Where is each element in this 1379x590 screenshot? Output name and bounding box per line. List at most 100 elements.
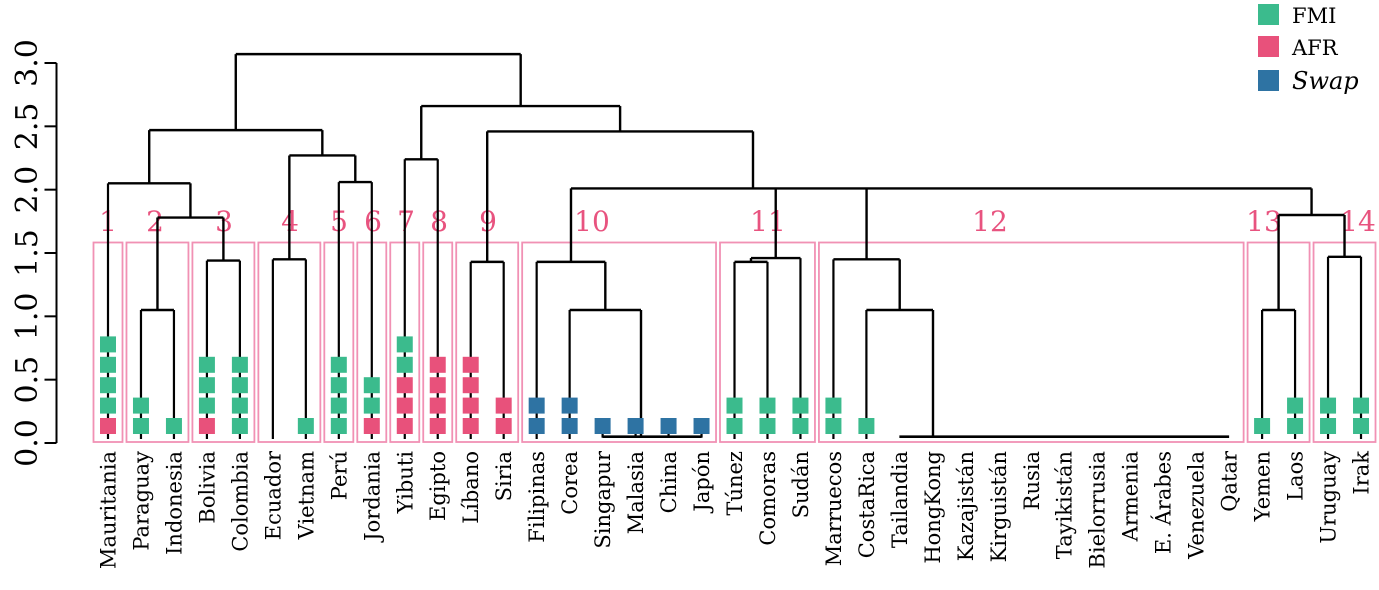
legend-swatch-swap-icon xyxy=(1258,70,1279,91)
marker-fmi-icon xyxy=(792,418,809,434)
marker-fmi-icon xyxy=(1287,397,1304,414)
marker-fmi-icon xyxy=(132,397,149,414)
cluster-box-12 xyxy=(818,241,1245,443)
marker-fmi-icon xyxy=(1353,418,1370,434)
leaf-label: Paraguay xyxy=(129,451,153,551)
leaf-label: Vietnam xyxy=(294,451,318,540)
leaf-label: Sudán xyxy=(789,451,813,518)
marker-fmi-icon xyxy=(825,418,842,434)
marker-fmi-icon xyxy=(165,418,182,434)
marker-afr-icon xyxy=(100,418,116,434)
marker-swap-icon xyxy=(627,418,644,434)
marker-fmi-icon xyxy=(297,418,314,434)
marker-fmi-icon xyxy=(198,377,215,394)
cluster-box-11 xyxy=(719,241,816,443)
leaf-label: Japón xyxy=(690,451,714,514)
marker-afr-icon xyxy=(429,356,446,373)
leaf-label: China xyxy=(657,451,681,513)
leaf-label: Túnez xyxy=(723,451,747,516)
marker-afr-icon xyxy=(462,356,479,373)
leaf-label: Mauritania xyxy=(97,451,121,569)
marker-afr-icon xyxy=(198,418,215,434)
leaf-label: Armenia xyxy=(1119,451,1143,542)
leaf-label: Kazajistán xyxy=(954,451,978,561)
y-axis: 0.00.51.01.52.02.53.0 xyxy=(10,39,58,467)
cluster-box-10 xyxy=(521,241,717,443)
marker-afr-icon xyxy=(429,418,446,434)
leaf-label: Yibuti xyxy=(393,451,417,515)
leaf-label: Venezuela xyxy=(1185,451,1209,560)
marker-afr-icon xyxy=(462,377,479,394)
marker-fmi-icon xyxy=(1320,418,1337,434)
cluster-number-10: 10 xyxy=(574,205,610,238)
marker-fmi-icon xyxy=(231,418,248,434)
marker-fmi-icon xyxy=(792,397,809,414)
marker-fmi-icon xyxy=(726,397,743,414)
leaf-label: Tayikistán xyxy=(1053,451,1077,559)
marker-swap-icon xyxy=(528,418,545,434)
cluster-number-2: 2 xyxy=(146,205,164,238)
marker-fmi-icon xyxy=(231,397,248,414)
leaf-label: Laos xyxy=(1284,451,1308,501)
marker-afr-icon xyxy=(495,397,512,414)
marker-afr-icon xyxy=(462,397,479,414)
marker-afr-icon xyxy=(429,377,446,394)
marker-fmi-icon xyxy=(100,397,116,414)
axis-tick-label: 0.0 xyxy=(10,419,45,467)
marker-fmi-icon xyxy=(198,356,215,373)
marker-fmi-icon xyxy=(198,397,215,414)
leaf-label: Yemen xyxy=(1251,451,1275,522)
axis-tick-label: 1.5 xyxy=(10,229,45,277)
marker-fmi-icon xyxy=(1320,397,1337,414)
axis-tick-label: 2.0 xyxy=(10,166,45,214)
cluster-number-11: 11 xyxy=(750,205,786,238)
program-markers xyxy=(100,336,1370,434)
leaf-label: Kirguistán xyxy=(987,451,1011,562)
marker-fmi-icon xyxy=(100,356,116,373)
leaf-label: Comoras xyxy=(756,451,780,546)
marker-afr-icon xyxy=(495,418,512,434)
cluster-box-4 xyxy=(257,241,322,443)
marker-afr-icon xyxy=(396,377,413,394)
marker-fmi-icon xyxy=(363,377,380,394)
leaf-label: CostaRica xyxy=(855,451,879,558)
marker-swap-icon xyxy=(693,418,710,434)
leaf-label: Filipinas xyxy=(525,451,549,543)
leaf-label: Perú xyxy=(327,451,351,500)
marker-swap-icon xyxy=(528,397,545,414)
leaf-label: Líbano xyxy=(459,451,483,524)
leaf-label: Singapur xyxy=(591,450,615,549)
marker-fmi-icon xyxy=(759,397,776,414)
leaf-label: E. Árabes xyxy=(1152,451,1176,554)
dendrogram-links xyxy=(106,52,1363,439)
marker-fmi-icon xyxy=(100,336,116,353)
leaf-label: Irak xyxy=(1350,451,1374,495)
marker-fmi-icon xyxy=(363,397,380,414)
legend-label-fmi: FMI xyxy=(1292,4,1336,28)
marker-fmi-icon xyxy=(1254,418,1271,434)
cluster-boxes: 1234567891011121314 xyxy=(92,205,1377,443)
marker-fmi-icon xyxy=(330,418,347,434)
legend-swatch-fmi-icon xyxy=(1258,4,1279,25)
axis-tick-label: 2.5 xyxy=(10,102,45,150)
legend-swatch-afr-icon xyxy=(1258,36,1279,57)
marker-swap-icon xyxy=(561,418,578,434)
leaf-label: Jordania xyxy=(360,451,384,543)
leaf-label: Siria xyxy=(492,451,516,501)
cluster-number-7: 7 xyxy=(397,205,415,238)
leaf-label: Malasia xyxy=(624,451,648,534)
marker-fmi-icon xyxy=(330,356,347,373)
marker-afr-icon xyxy=(363,418,380,434)
leaf-label: Uruguay xyxy=(1317,451,1341,544)
axis-tick-label: 0.5 xyxy=(10,356,45,404)
marker-fmi-icon xyxy=(231,377,248,394)
marker-fmi-icon xyxy=(100,377,116,394)
axis-tick-label: 1.0 xyxy=(10,292,45,340)
leaf-label: Bielorrusia xyxy=(1086,451,1110,569)
marker-fmi-icon xyxy=(330,377,347,394)
marker-afr-icon xyxy=(462,418,479,434)
